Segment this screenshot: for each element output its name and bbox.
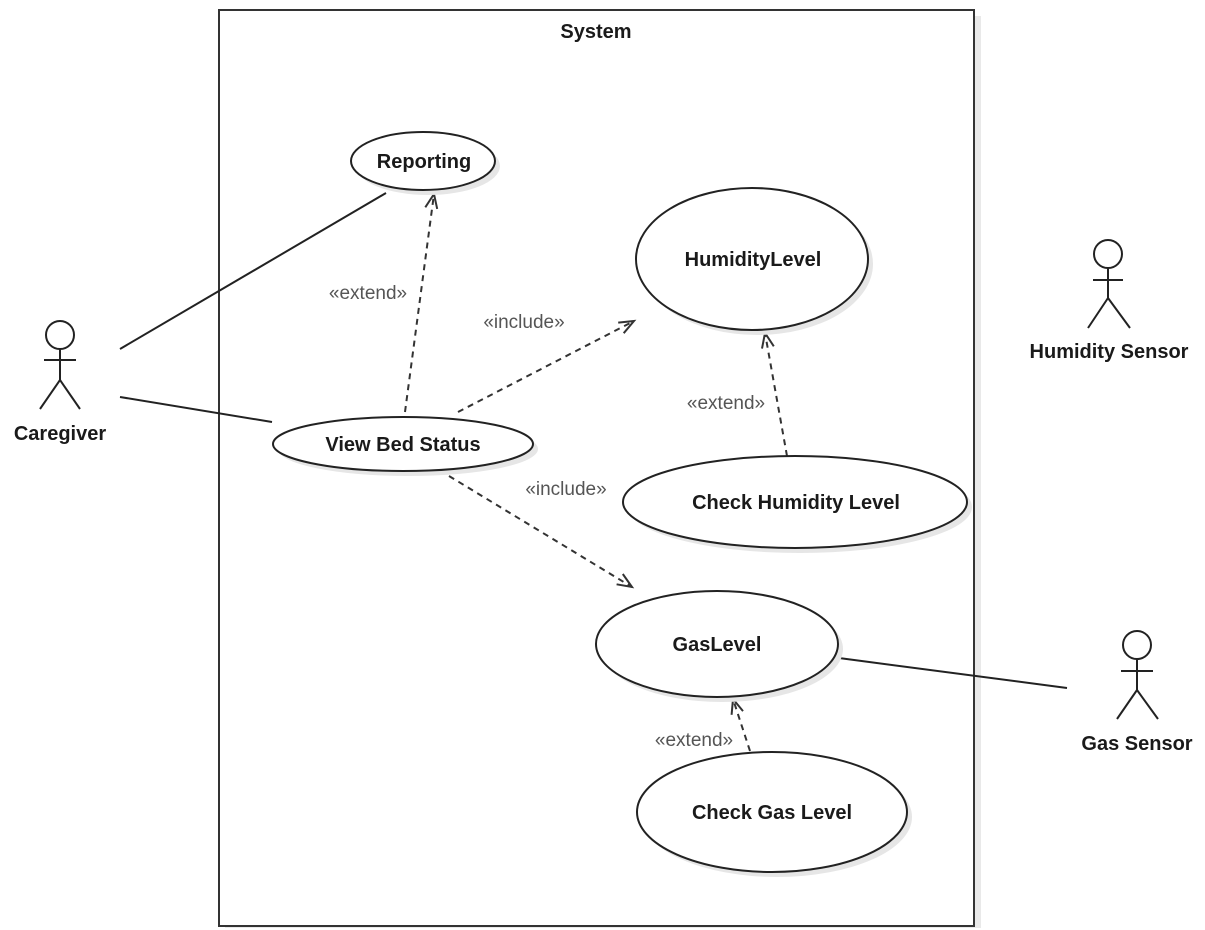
use-case-view-bed-status[interactable]: View Bed Status bbox=[272, 416, 538, 476]
actor-label: Caregiver bbox=[14, 423, 106, 445]
use-case-label: View Bed Status bbox=[325, 434, 480, 456]
use-case-check-humidity-level[interactable]: Check Humidity Level bbox=[622, 455, 972, 553]
use-case-humidity-level[interactable]: HumidityLevel bbox=[635, 187, 873, 335]
use-case-reporting[interactable]: Reporting bbox=[350, 131, 500, 195]
use-case-check-gas-level[interactable]: Check Gas Level bbox=[636, 751, 912, 877]
stick-figure-icon bbox=[1116, 630, 1159, 720]
association-caregiver-reporting bbox=[119, 192, 387, 350]
stereotype-extend-humidity: «extend» bbox=[687, 393, 765, 414]
stereotype-include-humidity: «include» bbox=[483, 312, 564, 333]
dependency-include-gas bbox=[448, 475, 635, 589]
use-case-label: HumidityLevel bbox=[685, 249, 822, 271]
stick-figure-icon bbox=[1087, 239, 1131, 329]
actor-label: Humidity Sensor bbox=[1030, 341, 1189, 363]
stereotype-include-gas: «include» bbox=[525, 479, 606, 500]
actor-caregiver[interactable]: Caregiver bbox=[14, 320, 106, 445]
actor-gas-sensor[interactable]: Gas Sensor bbox=[1081, 630, 1193, 755]
use-case-label: Check Gas Level bbox=[692, 802, 852, 824]
association-gaslevel-gas-sensor bbox=[838, 657, 1068, 689]
actor-humidity-sensor[interactable]: Humidity Sensor bbox=[1030, 239, 1189, 363]
use-case-label: Reporting bbox=[377, 151, 471, 173]
dependency-include-humidity bbox=[457, 319, 637, 413]
stereotype-extend-reporting: «extend» bbox=[329, 283, 407, 304]
association-caregiver-view-bed-status bbox=[119, 396, 273, 423]
actor-label: Gas Sensor bbox=[1081, 733, 1192, 755]
use-case-label: GasLevel bbox=[673, 634, 762, 656]
stereotype-extend-gas: «extend» bbox=[655, 730, 733, 751]
use-case-label: Check Humidity Level bbox=[692, 492, 900, 514]
system-title: System bbox=[560, 21, 631, 43]
stick-figure-icon bbox=[39, 320, 81, 410]
use-case-gas-level[interactable]: GasLevel bbox=[595, 590, 843, 702]
